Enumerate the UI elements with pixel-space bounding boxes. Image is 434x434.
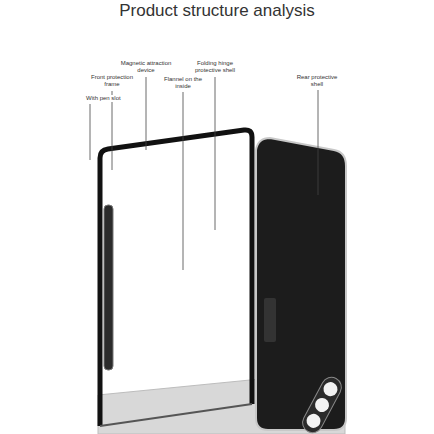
camera-module [299, 374, 345, 434]
part-label: Front protection frame [88, 74, 136, 88]
leader-lines [90, 77, 318, 270]
front-frame [100, 130, 252, 426]
part-label: Flannel on the inside [160, 76, 206, 90]
part-label: Rear protective shell [292, 74, 342, 88]
frame-bottom [100, 404, 252, 426]
rear-shell [256, 138, 346, 430]
page-title: Product structure analysis [0, 0, 434, 22]
part-label: With pen slot [86, 95, 136, 102]
part-label: Folding hinge protective shell [190, 60, 240, 74]
part-label: Magnetic attraction device [120, 60, 172, 74]
kickstand [264, 298, 276, 342]
stylus-pen [104, 205, 113, 370]
